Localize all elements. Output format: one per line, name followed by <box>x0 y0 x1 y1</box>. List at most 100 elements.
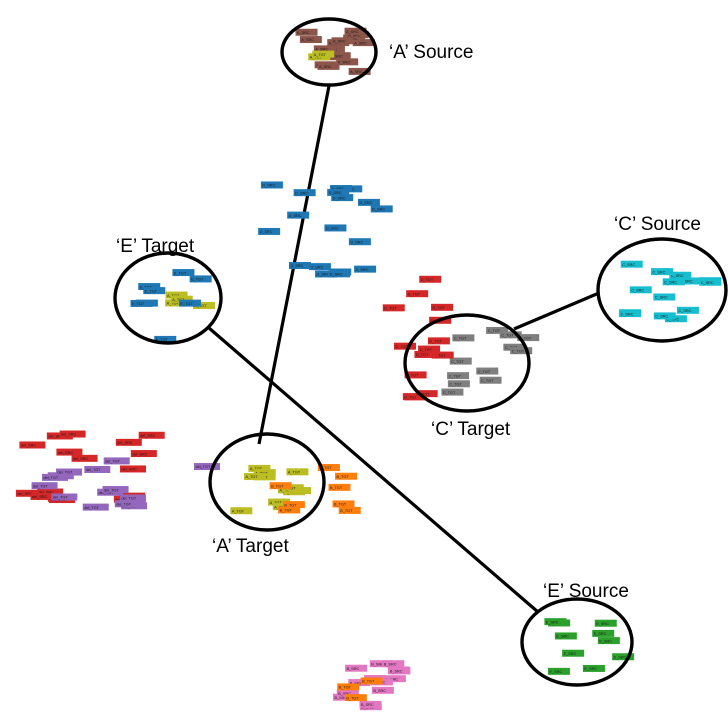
svg-text:C_SRC: C_SRC <box>680 280 693 284</box>
point-d-tgt: D_TGT <box>406 290 429 298</box>
point-b-tgt: B_TGT <box>317 464 340 472</box>
svg-text:B_TGT: B_TGT <box>337 475 350 479</box>
svg-text:D_TGT: D_TGT <box>417 392 430 396</box>
svg-text:A_TGT: A_TGT <box>245 475 258 479</box>
svg-text:D_SRC: D_SRC <box>289 214 302 218</box>
point-a-tgt: A_TGT <box>268 498 291 506</box>
point-c-tgt: C_TGT <box>452 334 475 342</box>
svg-text:B_TGT: B_TGT <box>284 503 297 507</box>
point-e-tgt: E_TGT <box>189 275 212 283</box>
point-c-src: C_SRC <box>653 312 676 320</box>
svg-text:C_TGT: C_TGT <box>488 329 501 333</box>
svg-text:B_SRC: B_SRC <box>384 662 397 666</box>
label-a-source: ‘A’ Source <box>389 42 473 63</box>
svg-text:del_SRC: del_SRC <box>39 491 54 495</box>
point-e-src: E_SRC <box>582 664 605 672</box>
point-d-tgt: D_TGT <box>414 350 437 358</box>
point-del-src: del_SRC <box>37 488 64 496</box>
svg-text:C_TGT: C_TGT <box>443 391 456 395</box>
svg-text:C_TGT: C_TGT <box>478 370 491 374</box>
svg-text:E_TGT: E_TGT <box>132 302 145 306</box>
point-c-src: C_SRC <box>620 260 643 268</box>
point-e-src: E_SRC <box>597 637 620 645</box>
svg-text:E_SRC: E_SRC <box>594 632 607 636</box>
svg-text:del_SRC: del_SRC <box>21 444 36 448</box>
svg-text:del_TGT: del_TGT <box>84 506 99 510</box>
point-d-src: D_SRC <box>308 263 331 271</box>
region-labels: ‘A’ Source‘A’ Target‘C’ Source‘C’ Target… <box>116 42 701 602</box>
svg-text:del_TGT: del_TGT <box>53 496 68 500</box>
point-del-tgt: del_TGT <box>114 500 141 508</box>
point-c-tgt: C_TGT <box>449 357 472 365</box>
svg-text:B_TGT: B_TGT <box>280 509 293 513</box>
point-c-src: C_SRC <box>650 268 673 276</box>
point-a-src: A_SRC <box>352 39 375 47</box>
ring-e-source <box>520 597 634 687</box>
point-d-tgt: D_TGT <box>394 342 417 350</box>
svg-text:B_SRC: B_SRC <box>347 667 360 671</box>
svg-text:del_SRC: del_SRC <box>117 441 132 445</box>
svg-text:D_TGT: D_TGT <box>433 354 446 358</box>
svg-text:A_SRC: A_SRC <box>338 61 351 65</box>
svg-text:D_TGT: D_TGT <box>416 353 429 357</box>
point-del-tgt: del_TGT <box>119 494 146 502</box>
point-e-tgt: E_TGT <box>172 269 195 277</box>
svg-text:D_SRC: D_SRC <box>310 265 323 269</box>
point-c-src: C_SRC <box>619 310 642 318</box>
point-d-src: D_SRC <box>260 181 283 189</box>
point-a-tgt: A_TGT <box>286 468 309 476</box>
point-del-src: del_SRC <box>130 450 157 458</box>
svg-text:A_SRC: A_SRC <box>319 65 332 69</box>
svg-text:B_TGT: B_TGT <box>330 486 343 490</box>
point-e-src: E_SRC <box>554 632 577 640</box>
svg-text:del_TGT: del_TGT <box>121 497 136 501</box>
svg-text:C_TGT: C_TGT <box>449 374 462 378</box>
point-d-tgt: D_TGT <box>418 345 441 353</box>
point-c-src: C_SRC <box>653 293 676 301</box>
svg-text:E_SRC: E_SRC <box>564 652 577 656</box>
point-c-tgt: C_TGT <box>447 372 470 380</box>
svg-text:E_SRC: E_SRC <box>599 639 612 643</box>
svg-text:E_SRC: E_SRC <box>596 622 609 626</box>
svg-text:B_SRC: B_SRC <box>335 696 348 700</box>
svg-text:del_TGT: del_TGT <box>33 484 48 488</box>
svg-text:del_SRC: del_SRC <box>17 492 32 496</box>
point-a-src: A_SRC <box>331 37 354 45</box>
svg-text:C_TGT: C_TGT <box>501 334 514 338</box>
svg-text:del_SRC: del_SRC <box>132 452 147 456</box>
point-d-src: D_SRC <box>328 270 351 278</box>
svg-text:D_TGT: D_TGT <box>396 345 409 349</box>
point-e-tgt: E_TGT <box>143 287 166 295</box>
svg-text:B_SRC: B_SRC <box>373 689 386 693</box>
connector-e-target-to-e-source <box>207 326 540 614</box>
point-b-tgt: B_TGT <box>344 694 367 702</box>
point-d-tgt: D_TGT <box>419 275 442 283</box>
svg-text:C_SRC: C_SRC <box>621 312 634 316</box>
svg-text:A_TGT: A_TGT <box>172 298 185 302</box>
point-b-src: B_SRC <box>345 664 368 672</box>
point-del-src: del_SRC <box>115 438 142 446</box>
svg-text:C_SRC: C_SRC <box>701 281 714 285</box>
svg-text:E_TGT: E_TGT <box>180 302 193 306</box>
point-del-tgt: del_TGT <box>82 503 109 511</box>
svg-text:A_TGT: A_TGT <box>250 467 263 471</box>
point-a-tgt: A_TGT <box>248 464 271 472</box>
label-c-target: ‘C’ Target <box>431 419 511 440</box>
svg-text:D_TGT: D_TGT <box>421 278 434 282</box>
svg-text:del_TGT: del_TGT <box>86 468 101 472</box>
svg-text:C_TGT: C_TGT <box>454 337 467 341</box>
label-a-target: ‘A’ Target <box>212 536 289 557</box>
svg-text:C_SRC: C_SRC <box>622 263 635 267</box>
point-del-src: del_SRC <box>19 441 46 449</box>
svg-text:del_SRC: del_SRC <box>58 451 73 455</box>
svg-text:del_TGT: del_TGT <box>104 488 119 492</box>
point-del-src: del_SRC <box>15 489 42 497</box>
svg-text:del_TGT: del_TGT <box>43 476 58 480</box>
svg-text:D_TGT: D_TGT <box>404 395 417 399</box>
svg-text:A_SRC: A_SRC <box>333 40 346 44</box>
svg-text:D_SRC: D_SRC <box>350 240 363 244</box>
point-d-src: D_SRC <box>357 198 380 206</box>
svg-text:del_SRC: del_SRC <box>48 435 63 439</box>
point-b-tgt: B_TGT <box>278 506 301 514</box>
